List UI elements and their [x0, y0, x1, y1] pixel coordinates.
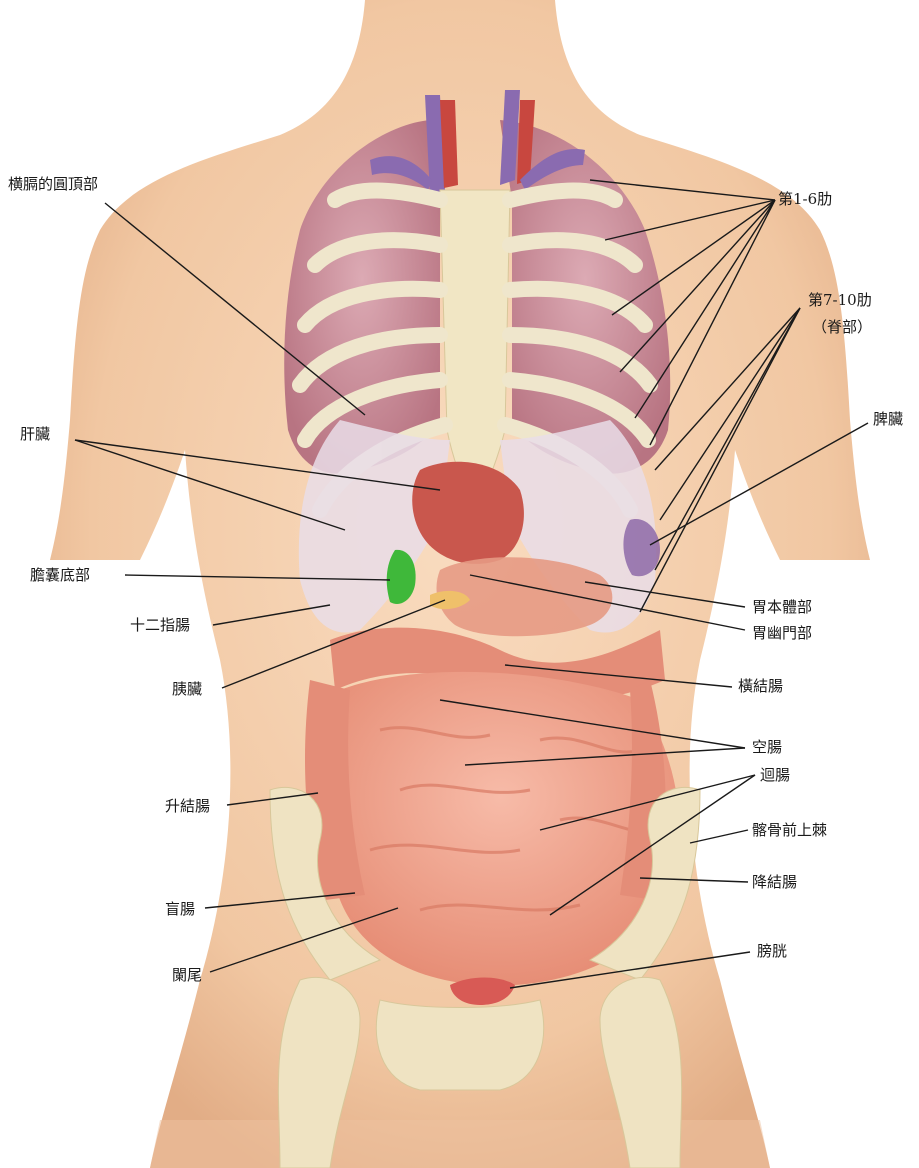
label-jejunum: 空腸: [752, 738, 782, 756]
label-ribs-7-10-sub: （脊部）: [812, 318, 872, 336]
label-bladder: 膀胱: [757, 942, 787, 960]
label-stomach-body: 胃本體部: [752, 598, 812, 616]
label-gallbladder-fundus: 膽囊底部: [30, 566, 90, 584]
label-ribs-7-10: 第7-10肋: [808, 291, 872, 309]
label-cecum: 盲腸: [165, 900, 195, 918]
label-transverse-colon: 橫結腸: [738, 677, 783, 695]
label-pylorus: 胃幽門部: [752, 624, 812, 642]
label-pancreas: 胰臟: [172, 680, 202, 698]
label-ascending-colon: 升結腸: [165, 797, 210, 815]
label-descending-colon: 降結腸: [752, 873, 797, 891]
label-liver: 肝臟: [20, 425, 50, 443]
label-duodenum: 十二指腸: [130, 616, 190, 634]
label-diaphragm-dome: 横膈的圓頂部: [8, 175, 98, 193]
label-asis: 髂骨前上棘: [752, 821, 827, 839]
label-appendix: 闌尾: [172, 966, 202, 984]
label-spleen: 脾臟: [873, 410, 903, 428]
label-ileum: 迴腸: [760, 766, 790, 784]
label-ribs-1-6: 第1-6肋: [778, 190, 832, 208]
